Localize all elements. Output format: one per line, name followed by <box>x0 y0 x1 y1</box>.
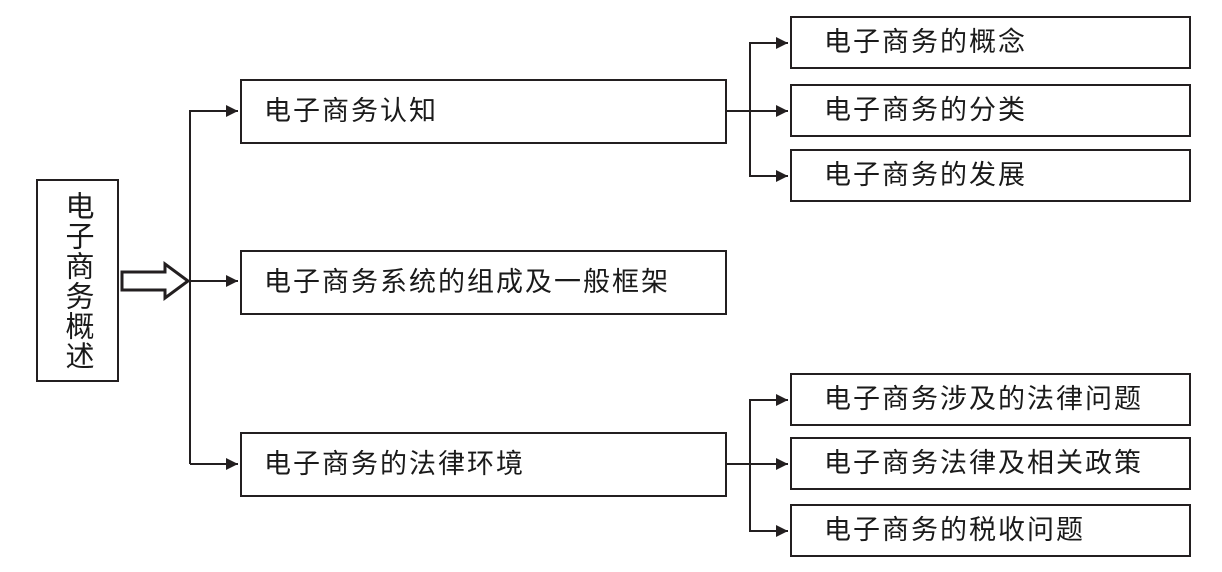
leaf-node-legal-issues: 电子商务涉及的法律问题 <box>790 373 1191 426</box>
branch-node-legal-environment: 电子商务的法律环境 <box>240 432 727 497</box>
leaf-node-label: 电子商务的概念 <box>824 27 1027 58</box>
leaf-node-concept: 电子商务的概念 <box>790 16 1191 69</box>
branch-node-system-framework: 电子商务系统的组成及一般框架 <box>240 250 727 315</box>
root-node: 电子商务概述 <box>36 179 119 382</box>
leaf-node-tax-issues: 电子商务的税收问题 <box>790 504 1191 557</box>
leaf-node-label: 电子商务法律及相关政策 <box>824 448 1143 479</box>
leaf-node-classification: 电子商务的分类 <box>790 84 1191 137</box>
branch-node-label: 电子商务系统的组成及一般框架 <box>264 267 670 298</box>
leaf-node-label: 电子商务的发展 <box>824 160 1027 191</box>
branch-node-label: 电子商务的法律环境 <box>264 449 525 480</box>
leaf-node-laws-policies: 电子商务法律及相关政策 <box>790 437 1191 490</box>
branch-node-ecommerce-cognition: 电子商务认知 <box>240 79 727 144</box>
root-hollow-arrow <box>120 261 191 301</box>
leaf-node-label: 电子商务涉及的法律问题 <box>824 384 1143 415</box>
root-node-label: 电子商务概述 <box>61 190 95 371</box>
leaf-node-label: 电子商务的税收问题 <box>824 515 1085 546</box>
leaf-node-development: 电子商务的发展 <box>790 149 1191 202</box>
leaf-node-label: 电子商务的分类 <box>824 95 1027 126</box>
branch-node-label: 电子商务认知 <box>264 96 438 127</box>
